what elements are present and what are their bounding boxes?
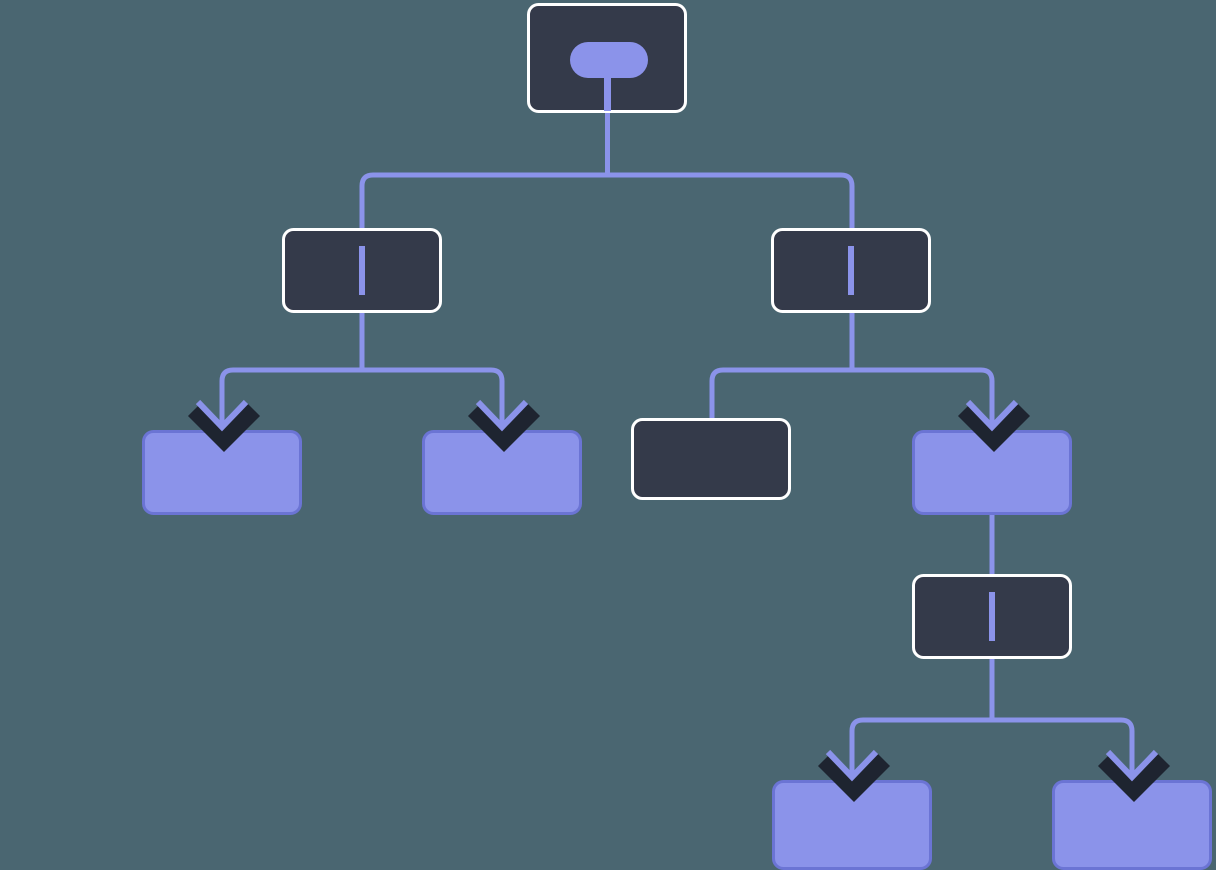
empty-dark-node[interactable] bbox=[631, 418, 791, 500]
empty-dark-node-shape[interactable] bbox=[631, 418, 791, 500]
edge-branch-left-to-leaf-2-arrowhead bbox=[467, 399, 541, 453]
edge-sub-branch-to-leaf-4-arrowhead bbox=[817, 749, 891, 803]
sub-branch-node[interactable] bbox=[912, 574, 1072, 659]
root-node-pill-stem bbox=[604, 78, 611, 111]
arrow-chevron-accent bbox=[965, 399, 1019, 432]
branch-node-left[interactable] bbox=[282, 228, 442, 313]
arrow-chevron-accent bbox=[1105, 749, 1159, 782]
arrow-chevron-dark bbox=[957, 403, 1031, 453]
arrow-chevron-accent bbox=[475, 399, 529, 432]
edge-branch-left-to-leaf-1[interactable] bbox=[219, 313, 365, 432]
edge-sub-branch-to-leaf-4[interactable] bbox=[849, 659, 995, 782]
sub-branch-node-inner-line bbox=[989, 592, 995, 641]
edge-root-to-branch-left[interactable] bbox=[359, 113, 610, 228]
edge-branch-right-to-leaf-3[interactable] bbox=[849, 313, 995, 432]
branch-node-right-inner-line bbox=[848, 246, 854, 295]
arrow-chevron-dark bbox=[1097, 753, 1171, 803]
arrow-chevron-accent bbox=[195, 399, 249, 432]
node-layer bbox=[142, 3, 1212, 870]
branch-node-right[interactable] bbox=[771, 228, 931, 313]
root-node-pill-marker bbox=[570, 42, 648, 78]
edge-layer bbox=[219, 113, 1135, 782]
edge-root-to-branch-right[interactable] bbox=[605, 113, 855, 228]
branch-node-left-inner-line bbox=[359, 246, 365, 295]
arrow-chevron-dark bbox=[817, 753, 891, 803]
arrow-chevron-accent bbox=[825, 749, 879, 782]
edge-sub-branch-to-leaf-5-arrowhead bbox=[1097, 749, 1171, 803]
edge-branch-left-to-leaf-2[interactable] bbox=[359, 313, 505, 432]
edge-sub-branch-to-leaf-5[interactable] bbox=[989, 659, 1135, 782]
arrow-layer bbox=[187, 399, 1171, 803]
edge-branch-right-to-empty-dark[interactable] bbox=[709, 313, 855, 418]
arrow-chevron-dark bbox=[187, 403, 261, 453]
edge-branch-right-to-leaf-3-arrowhead bbox=[957, 399, 1031, 453]
edge-branch-left-to-leaf-1-arrowhead bbox=[187, 399, 261, 453]
arrow-chevron-dark bbox=[467, 403, 541, 453]
root-node[interactable] bbox=[527, 3, 687, 113]
